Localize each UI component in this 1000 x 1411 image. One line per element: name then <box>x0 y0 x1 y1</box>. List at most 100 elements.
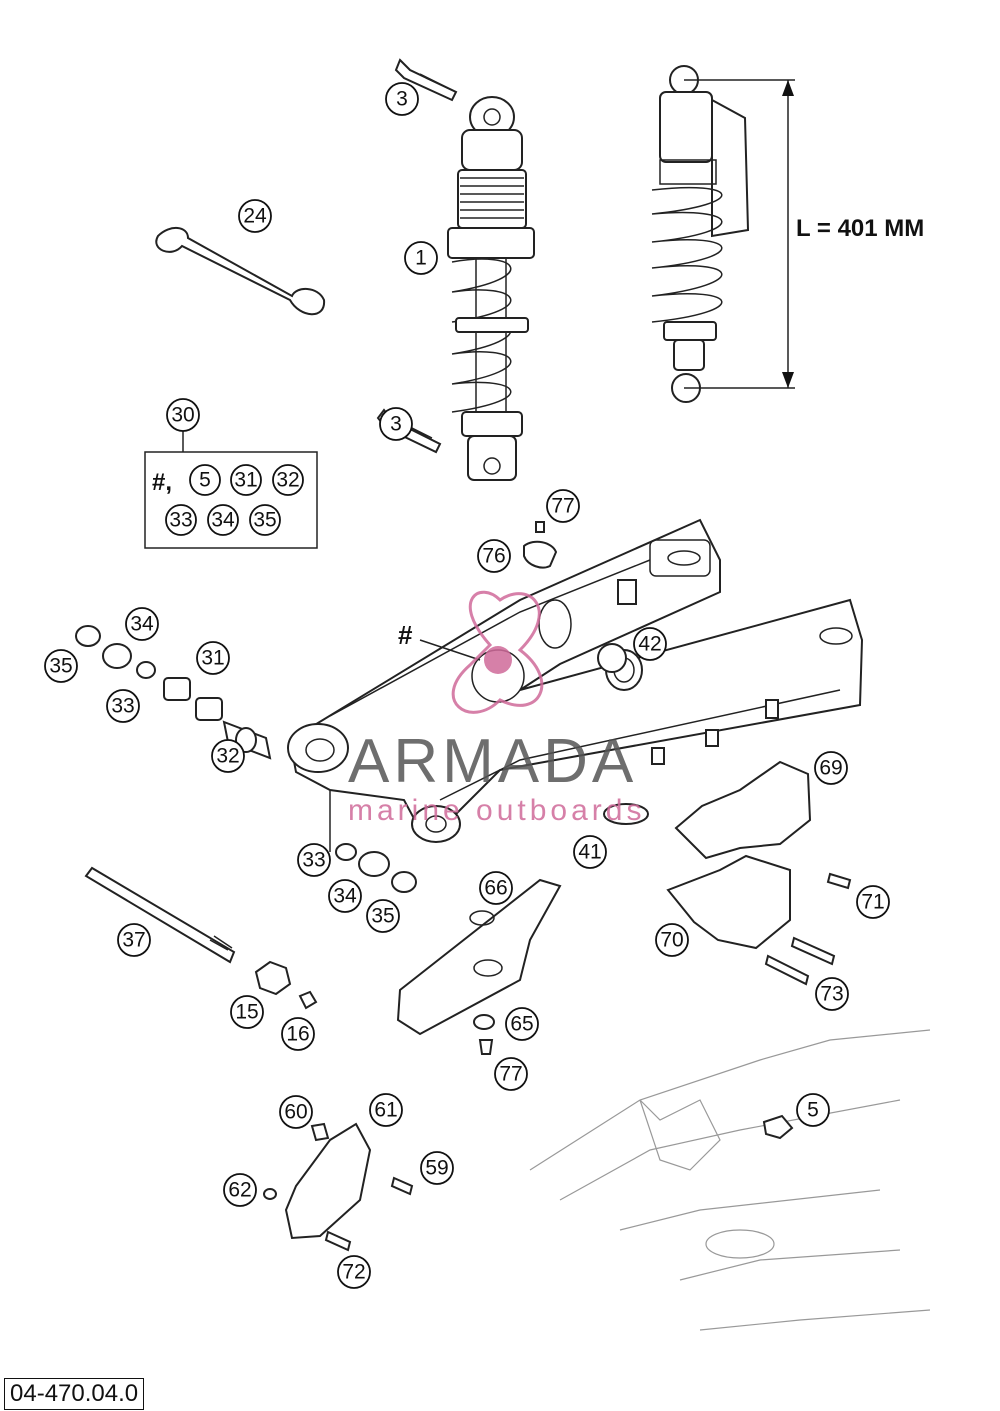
svg-text:35: 35 <box>371 905 394 928</box>
cable-clip <box>523 521 558 569</box>
svg-text:30: 30 <box>171 404 194 427</box>
svg-text:34: 34 <box>333 885 357 908</box>
guide-screw-71 <box>826 872 852 890</box>
callout-3-lower: 3 <box>379 407 413 441</box>
callout-60: 60 <box>279 1095 313 1129</box>
svg-text:3: 3 <box>396 88 408 111</box>
callout-69: 69 <box>814 751 848 785</box>
chain-slider <box>396 878 562 1036</box>
svg-text:31: 31 <box>234 469 257 492</box>
svg-text:33: 33 <box>111 695 134 718</box>
callout-35-left: 35 <box>44 649 78 683</box>
chain-guide-upper <box>674 760 812 860</box>
callout-77-upper: 77 <box>546 489 580 523</box>
swingarm: # <box>287 518 864 852</box>
svg-text:70: 70 <box>660 929 683 952</box>
svg-text:61: 61 <box>374 1099 397 1122</box>
svg-text:32: 32 <box>276 469 299 492</box>
svg-text:33: 33 <box>169 509 192 532</box>
drawing-number: 04-470.04.0 <box>4 1378 145 1410</box>
kit-item-5: 5 <box>189 464 221 496</box>
svg-text:32: 32 <box>216 745 239 768</box>
kit-item-31: 31 <box>230 464 262 496</box>
plug-62 <box>263 1188 277 1200</box>
slider-screw-77 <box>478 1039 494 1055</box>
callout-34-left: 34 <box>125 607 159 641</box>
guide-bolt-upper-73 <box>790 936 836 966</box>
svg-text:35: 35 <box>253 509 276 532</box>
grease-nipple <box>298 990 318 1010</box>
hook-wrench <box>155 227 326 316</box>
svg-text:73: 73 <box>820 983 843 1006</box>
pivot-shaft <box>84 866 236 964</box>
callout-35-right: 35 <box>366 899 400 933</box>
svg-text:5: 5 <box>199 469 211 492</box>
callout-16: 16 <box>281 1017 315 1051</box>
svg-text:60: 60 <box>284 1101 307 1124</box>
frame-detail-ghost <box>529 1029 931 1331</box>
chain-guide-bracket <box>284 1122 372 1240</box>
callout-37: 37 <box>117 923 151 957</box>
callout-33-right: 33 <box>297 843 331 877</box>
callout-62: 62 <box>223 1173 257 1207</box>
callout-24: 24 <box>238 199 272 233</box>
svg-text:15: 15 <box>235 1001 258 1024</box>
shock-absorber <box>447 96 535 481</box>
pivot-bushings-left <box>75 625 272 760</box>
callout-42: 42 <box>633 627 667 661</box>
svg-text:71: 71 <box>861 891 884 914</box>
callout-65: 65 <box>505 1007 539 1041</box>
svg-text:72: 72 <box>342 1261 365 1284</box>
svg-text:59: 59 <box>425 1157 448 1180</box>
svg-text:3: 3 <box>390 413 402 436</box>
guide-bolt-lower-73 <box>764 954 810 986</box>
callout-59: 59 <box>420 1151 454 1185</box>
watermark: ARMADA marine outboards <box>348 590 641 827</box>
svg-text:69: 69 <box>819 757 842 780</box>
callout-73: 73 <box>815 977 849 1011</box>
svg-text:42: 42 <box>638 633 661 656</box>
callout-30-kit: 30 <box>166 398 200 432</box>
shock-bolt-upper <box>394 58 458 102</box>
seal-41 <box>603 803 649 825</box>
svg-text:77: 77 <box>499 1063 522 1086</box>
kit-item-35: 35 <box>249 504 281 536</box>
callout-77-lower: 77 <box>494 1057 528 1091</box>
shock-side-view: L = 401 MM <box>651 65 924 403</box>
svg-text:34: 34 <box>211 509 235 532</box>
svg-text:24: 24 <box>243 205 267 228</box>
svg-text:37: 37 <box>122 929 145 952</box>
pivot-nut <box>254 960 292 996</box>
callout-76: 76 <box>477 539 511 573</box>
svg-text:16: 16 <box>286 1023 309 1046</box>
kit-item-33: 33 <box>165 504 197 536</box>
kit-item-32: 32 <box>272 464 304 496</box>
swingarm-ring-42 <box>597 643 627 673</box>
callout-70: 70 <box>655 923 689 957</box>
bolt-72 <box>324 1230 352 1252</box>
screw-59 <box>390 1176 414 1196</box>
callout-1: 1 <box>404 241 438 275</box>
callout-15: 15 <box>230 995 264 1029</box>
svg-text:5: 5 <box>807 1099 819 1122</box>
shock-length-label: L = 401 MM <box>796 215 924 242</box>
chain-guide-lower <box>666 854 791 950</box>
callout-31: 31 <box>196 641 230 675</box>
swingarm-marker: # <box>398 620 413 650</box>
callout-34-right: 34 <box>328 879 362 913</box>
callout-33-left: 33 <box>106 689 140 723</box>
svg-text:35: 35 <box>49 655 72 678</box>
watermark-title: ARMADA <box>348 727 637 796</box>
callout-41: 41 <box>573 835 607 869</box>
spacer-60 <box>310 1122 330 1142</box>
callout-3-upper: 3 <box>385 82 419 116</box>
callout-61: 61 <box>369 1093 403 1127</box>
callout-71: 71 <box>856 885 890 919</box>
callout-72: 72 <box>337 1255 371 1289</box>
svg-text:66: 66 <box>484 877 507 900</box>
svg-text:31: 31 <box>201 647 224 670</box>
svg-text:33: 33 <box>302 849 325 872</box>
callout-5: 5 <box>796 1093 830 1127</box>
callout-32: 32 <box>211 739 245 773</box>
